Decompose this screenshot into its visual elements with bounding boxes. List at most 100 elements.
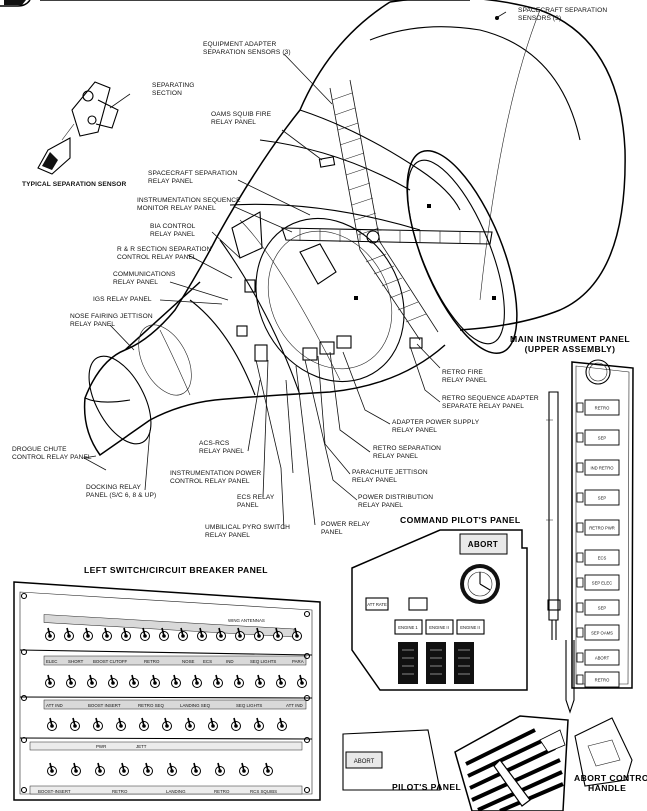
toggle-switch[interactable] [159,627,169,641]
mi-button[interactable]: ECS [576,549,620,566]
toggle-switch[interactable] [95,762,105,776]
toggle-switch[interactable] [297,674,307,688]
toggle-switch[interactable] [139,717,149,731]
mi-button[interactable]: ABORT [576,649,620,666]
toggle-switch[interactable] [64,627,74,641]
pilots-panel: ABORT PILOT'S PANEL [342,729,461,792]
toggle-switch[interactable] [178,627,188,641]
mi-button[interactable]: RETRO PWR [576,519,620,536]
main-instrument-panel-title: MAIN INSTRUMENT PANEL(UPPER ASSEMBLY) [510,334,630,354]
toggle-switch[interactable] [276,674,286,688]
toggle-switch[interactable] [66,674,76,688]
mi-button-label: ECS [598,556,607,561]
toggle-switch[interactable] [254,627,264,641]
mi-button-label: SEP [598,436,607,441]
mi-button[interactable]: SEP [576,429,620,446]
toggle-switch[interactable] [167,762,177,776]
row2-label: IND [226,659,234,664]
engine-2a-light[interactable] [425,619,454,635]
pilot-abort-light[interactable] [345,751,383,769]
mi-button[interactable]: SEP [576,489,620,506]
toggle-switch[interactable] [116,717,126,731]
att-rate-button[interactable] [365,597,389,611]
main-instrument-panel: MAIN INSTRUMENT PANEL(UPPER ASSEMBLY) RE… [510,334,634,714]
toggle-switch[interactable] [102,627,112,641]
toggle-switch[interactable] [254,717,264,731]
mi-button[interactable]: SEP OAMS [576,624,620,641]
toggle-switch[interactable] [129,674,139,688]
toggle-switch[interactable] [234,674,244,688]
toggle-switch[interactable] [150,674,160,688]
mi-button[interactable]: SEP ELEC [576,574,620,591]
small-button-a[interactable] [408,597,428,611]
toggle-switch[interactable] [47,717,57,731]
toggle-switch[interactable] [87,674,97,688]
bottom-group-label: BOOST-INSERT [38,789,71,794]
toggle-switch[interactable] [93,717,103,731]
toggle-switch[interactable] [71,762,81,776]
engine-1-light[interactable] [394,619,423,635]
toggle-switch[interactable] [121,627,131,641]
row4-label: PWR [96,744,106,749]
row3-labels: ATT IND BOOST INSERT RETRO SEQ LANDING S… [46,703,303,708]
tape-gauge-3 [454,642,474,684]
toggle-switch[interactable] [215,762,225,776]
left-switch-panel-title: LEFT SWITCH/CIRCUIT BREAKER PANEL [84,565,268,575]
mi-button[interactable]: RETRO [576,399,620,416]
att-rate-label: ATT RATE [367,602,387,607]
toggle-switch[interactable] [119,762,129,776]
toggle-switch[interactable] [255,674,265,688]
toggle-switch[interactable] [273,627,283,641]
row2-label: BOOST CUTOFF [93,659,128,664]
left-switch-circuit-breaker-panel: LEFT SWITCH/CIRCUIT BREAKER PANEL WING A… [13,565,321,801]
toggle-switch[interactable] [143,762,153,776]
mi-buttons[interactable]: RETRO SEP IND RETRO SEP RETRO PWR ECS SEP ELEC… [576,399,620,688]
tape-gauge-ticks [402,649,470,675]
mi-button[interactable]: RETRO [576,671,620,688]
toggle-switch[interactable] [292,627,302,641]
toggle-switch[interactable] [235,627,245,641]
row3-label: SEQ LIGHTS [236,703,262,708]
toggle-switch[interactable] [45,674,55,688]
mi-button[interactable]: IND RETRO [576,459,620,476]
toggle-switch[interactable] [263,762,273,776]
toggle-switches[interactable] [45,627,307,776]
toggle-switch[interactable] [83,627,93,641]
row4-labels: PWR JETT [96,744,147,749]
toggle-switch[interactable] [213,674,223,688]
toggle-switch[interactable] [197,627,207,641]
toggle-switch[interactable] [45,627,55,641]
toggle-switch[interactable] [239,762,249,776]
toggle-switch[interactable] [70,717,80,731]
mi-button[interactable]: SEP [576,599,620,616]
toggle-switch[interactable] [192,674,202,688]
toggle-switch[interactable] [171,674,181,688]
toggle-switch[interactable] [208,717,218,731]
engine-1-label: ENGINE 1 [398,625,418,630]
toggle-switch[interactable] [185,717,195,731]
toggle-switch[interactable] [108,674,118,688]
toggle-switch[interactable] [47,762,57,776]
bottom-group-label: RCS SQUIBS [250,789,277,794]
engine-2b-light[interactable] [456,619,485,635]
toggle-switch[interactable] [191,762,201,776]
row2-label: NOSE [182,659,195,664]
toggle-switch[interactable] [277,717,287,731]
toggle-switch[interactable] [162,717,172,731]
bottom-group-labels: BOOST-INSERT RETRO LANDING RETRO RCS SQU… [38,789,277,794]
abort-light[interactable] [459,533,508,555]
toggle-switch[interactable] [231,717,241,731]
toggle-switch[interactable] [140,627,150,641]
tape-gauge-2 [426,642,446,684]
toggle-switch[interactable] [216,627,226,641]
